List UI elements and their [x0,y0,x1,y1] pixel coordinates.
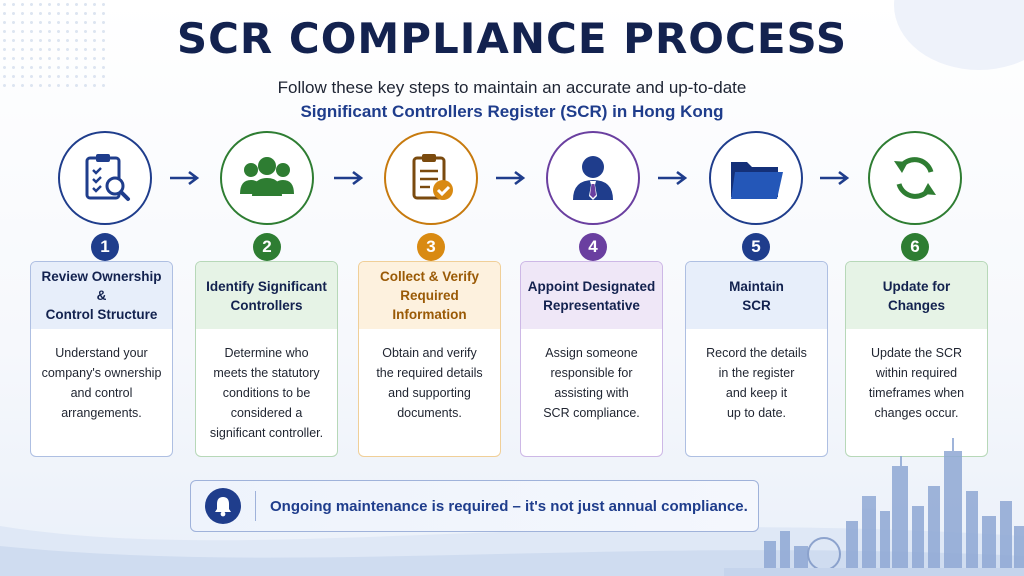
decorative-dots [0,0,110,90]
subtitle-line-1: Follow these key steps to maintain an ac… [277,78,747,97]
step-5-icon-circle [709,131,803,225]
page-title: SCR COMPLIANCE PROCESS [176,14,848,63]
step-2-icon-circle [220,131,314,225]
step-6-number: 6 [901,233,929,261]
flow-arrow-1 [170,170,200,186]
bell-icon [215,497,231,517]
step-5-number: 5 [742,233,770,261]
step-2-title: Identify Significant Controllers [196,262,337,329]
step-1-card: Review Ownership & Control Structure Und… [30,261,173,457]
step-4-number: 4 [579,233,607,261]
step-3-icon-circle [384,131,478,225]
step-1-description: Understand your company's ownership and … [41,346,162,420]
step-2-description: Determine who meets the statutory condit… [209,346,324,440]
step-4-card: Appoint Designated Representative Assign… [520,261,663,457]
subtitle-line-2: Significant Controllers Register (SCR) i… [300,102,724,121]
ongoing-maintenance-banner: Ongoing maintenance is required – it's n… [190,480,759,532]
step-6-title: Update for Changes [846,262,987,329]
step-1-title: Review Ownership & Control Structure [31,262,172,329]
step-3-description: Obtain and verify the required details a… [376,346,483,420]
banner-divider [255,491,256,521]
clipboard-magnifier-icon [85,154,130,201]
step-5-description: Record the details in the register and k… [706,346,807,420]
group-people-icon [240,157,294,196]
flow-arrow-3 [496,170,526,186]
hong-kong-skyline-illustration [724,438,1024,576]
person-tie-icon [573,156,613,200]
step-1-number: 1 [91,233,119,261]
refresh-cycle-icon [894,157,936,199]
flow-arrow-5 [820,170,850,186]
step-4-title: Appoint Designated Representative [521,262,662,329]
step-2-number: 2 [253,233,281,261]
step-5-card: Maintain SCR Record the details in the r… [685,261,828,457]
folder-icon [731,162,783,199]
step-6-icon-circle [868,131,962,225]
step-1-icon-circle [58,131,152,225]
step-5-title: Maintain SCR [686,262,827,329]
step-6-description: Update the SCR within required timeframe… [868,346,965,420]
step-2-card: Identify Significant Controllers Determi… [195,261,338,457]
clipboard-check-icon [412,154,453,200]
step-3-number: 3 [417,233,445,261]
step-4-description: Assign someone responsible for assisting… [543,346,640,420]
step-3-title: Collect & Verify Required Information [359,262,500,329]
step-6-card: Update for Changes Update the SCR within… [845,261,988,457]
flow-arrow-2 [334,170,364,186]
step-3-card: Collect & Verify Required Information Ob… [358,261,501,457]
bell-icon-circle [205,488,241,524]
step-4-icon-circle [546,131,640,225]
banner-text: Ongoing maintenance is required – it's n… [270,497,748,515]
flow-arrow-4 [658,170,688,186]
